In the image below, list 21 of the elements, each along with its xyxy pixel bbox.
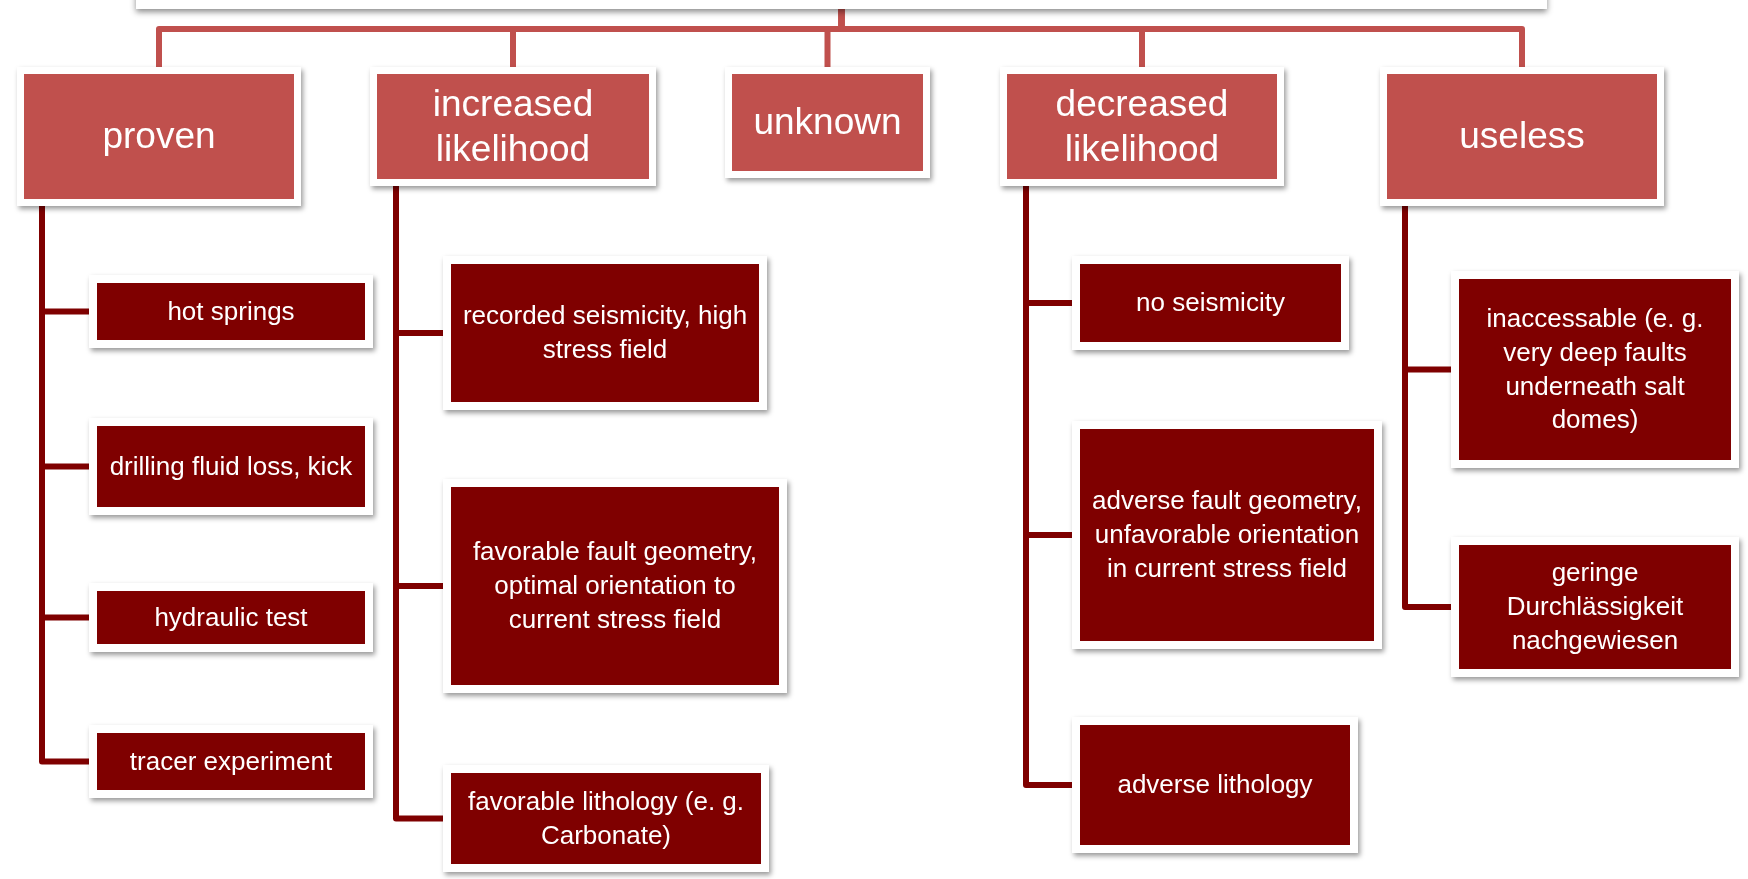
criterion-label: drilling fluid loss, kick: [109, 449, 353, 483]
criterion-label: inaccessable (e. g. very deep faults underneath salt domes): [1485, 301, 1705, 437]
category-label: useless: [1459, 114, 1585, 159]
category-label: increased likelihood: [431, 82, 595, 171]
category-label: decreased likelihood: [1054, 82, 1230, 171]
connector-line: [1402, 206, 1451, 610]
criterion-label: adverse lithology: [1117, 768, 1313, 802]
criterion-label: adverse fault geometry, unfavorable orientation in current stress field: [1091, 484, 1363, 585]
criterion-label: recorded seismicity, high stress field: [461, 299, 749, 366]
criterion-label: geringe Durchlässigkeit nachgewiesen: [1505, 556, 1685, 657]
category-label: unknown: [753, 100, 902, 145]
criterion-label: hot springs: [167, 294, 295, 328]
connector-line: [1023, 186, 1072, 788]
connector-line: [39, 206, 89, 765]
category-label: proven: [102, 114, 216, 159]
criterion-label: hydraulic test: [154, 600, 308, 634]
criterion-label: no seismicity: [1136, 286, 1285, 320]
criterion-label: favorable lithology (e. g. Carbonate): [466, 784, 745, 852]
criterion-label: tracer experiment: [129, 744, 333, 778]
connector-line: [838, 9, 1525, 67]
criterion-label: favorable fault geometry, optimal orientation to current stress field: [471, 535, 759, 636]
